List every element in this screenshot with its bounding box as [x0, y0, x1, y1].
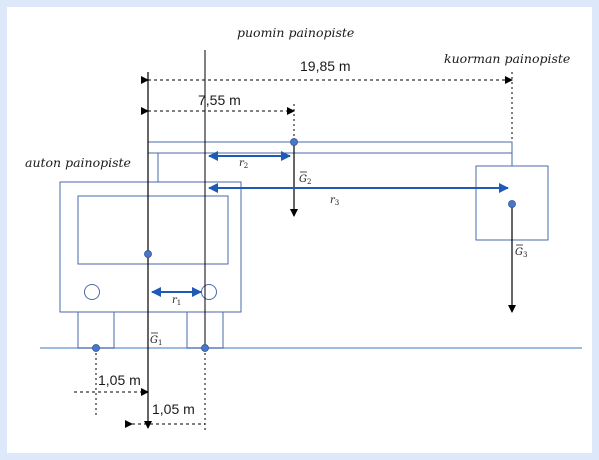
truck-light-right [201, 284, 217, 300]
r1-label: r1 [172, 295, 181, 307]
dim-wheel-right-label: 1,05 m [152, 401, 195, 417]
car-cog-dot [144, 250, 152, 258]
wheel-left [77, 311, 115, 349]
truck-body [59, 181, 242, 313]
g1-label: G1 [150, 335, 162, 347]
dim-total-label: 19,85 m [300, 58, 351, 74]
dim-wheel-left-label: 1,05 m [98, 372, 141, 388]
r2-label: r2 [239, 158, 248, 170]
boom [147, 141, 513, 154]
load-cog-label: kuorman painopiste [444, 51, 570, 66]
wheel-left-contact-dot [92, 344, 100, 352]
dim-boom-label: 7,55 m [198, 92, 241, 108]
boom-cog-label: puomin painopiste [237, 25, 354, 40]
r3-label: r3 [330, 195, 339, 207]
g2-label: G2 [299, 174, 311, 186]
load-cog-dot [508, 200, 516, 208]
truck-window [77, 195, 229, 265]
wheel-right-contact-dot [201, 344, 209, 352]
truck-light-left [84, 284, 100, 300]
car-cog-label: auton painopiste [25, 155, 131, 170]
g3-label: G3 [515, 247, 527, 259]
boom-cog-dot [290, 138, 298, 146]
